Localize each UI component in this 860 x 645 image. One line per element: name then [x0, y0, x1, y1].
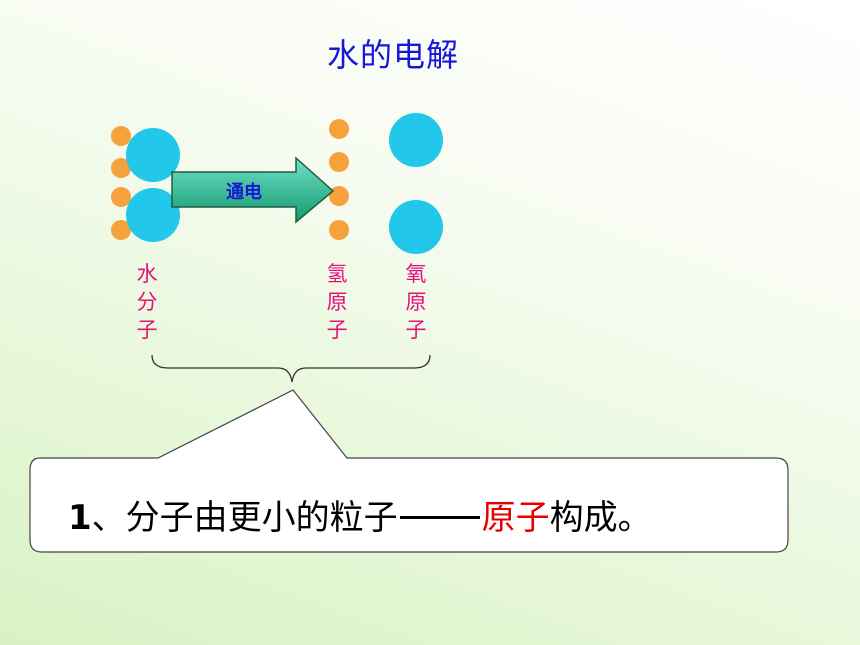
callout-highlight: 原子: [481, 498, 550, 538]
callout-number: 1: [68, 498, 92, 538]
water-molecule-label: 水分子: [136, 262, 158, 342]
callout-separator: 、: [91, 498, 126, 538]
hydrogen-atom-label: 氢原子: [326, 262, 348, 342]
oxygen-atom: [389, 113, 443, 167]
hydrogen-atom: [111, 187, 131, 207]
hydrogen-atom: [111, 220, 131, 240]
hydrogen-atom: [329, 220, 349, 240]
callout-text-before: 分子由更小的粒子: [125, 498, 398, 538]
hydrogen-atom: [111, 158, 131, 178]
hydrogen-atom: [111, 126, 131, 146]
callout-bubble: [29, 389, 789, 553]
callout-text: 1、分子由更小的粒子 原子构成。: [68, 490, 652, 539]
oxygen-atom-label: 氧原子: [405, 262, 427, 342]
slide-title: 水的电解: [326, 36, 459, 74]
curly-brace: [151, 354, 431, 383]
hydrogen-atom: [329, 119, 349, 139]
arrow-shape: [171, 156, 335, 224]
long-dash: [399, 516, 480, 519]
callout-text-after: 构成。: [549, 498, 652, 538]
oxygen-atom: [126, 188, 180, 242]
hydrogen-atom: [329, 152, 349, 172]
oxygen-atom: [389, 200, 443, 254]
arrow-label: 通电: [226, 182, 262, 203]
oxygen-atom: [126, 128, 180, 182]
